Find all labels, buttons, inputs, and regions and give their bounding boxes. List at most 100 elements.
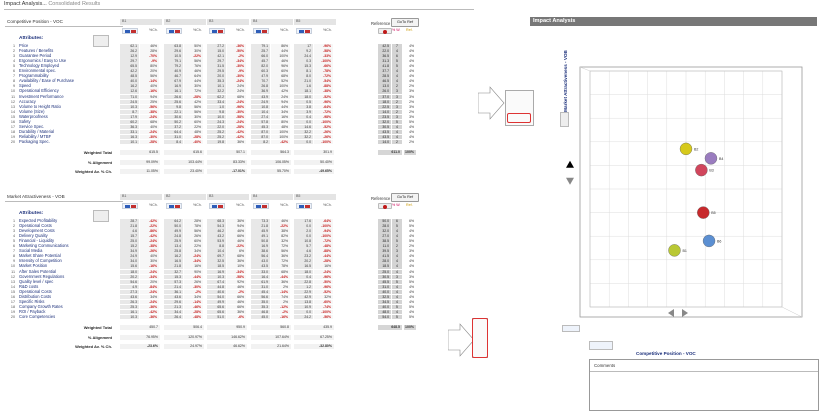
cell-value[interactable]: 9.8 [164, 104, 183, 110]
cell-value[interactable]: 18.1 [294, 89, 313, 94]
cell-value[interactable]: 50.8 [251, 239, 270, 244]
reference-value[interactable]: 23.5 [378, 114, 391, 120]
cell-value[interactable]: 10.3 [207, 274, 226, 280]
attribute-name[interactable]: Waterproofness [19, 113, 48, 119]
cell-value[interactable]: 22.9 [294, 289, 313, 295]
comments-box[interactable]: Comments [589, 359, 819, 411]
cell-value[interactable]: 9.2 [294, 49, 313, 54]
cell-value[interactable]: 20.2 [120, 274, 139, 280]
cell-value[interactable]: 10.8 [251, 104, 270, 110]
cell-value[interactable]: 26.4 [164, 314, 183, 320]
cell-value[interactable]: 34.9 [120, 249, 139, 254]
cell-value[interactable]: 22.1 [164, 109, 183, 115]
cell-value[interactable]: 27.4 [251, 114, 270, 120]
cell-value[interactable]: 16.9 [164, 84, 183, 89]
cell-value[interactable]: 32.7 [164, 269, 183, 274]
cell-value[interactable]: 21.0 [294, 79, 313, 84]
cell-value[interactable]: 45.0 [251, 314, 270, 320]
cell-value[interactable]: 8.8 [207, 244, 226, 249]
competitive-thumbnail[interactable] [505, 90, 534, 126]
cell-value[interactable]: 82.0 [251, 64, 270, 69]
reference-value[interactable]: 43.5 [378, 129, 391, 135]
cell-value[interactable]: 34.4 [164, 309, 183, 315]
cell-value[interactable]: 16.9 [207, 269, 226, 274]
reference-value[interactable]: 37.0 [378, 94, 391, 99]
column-arrow-icon[interactable] [122, 28, 138, 34]
cell-value[interactable]: 45.3 [251, 124, 270, 130]
cell-value[interactable]: 25.3 [120, 304, 139, 310]
reference-value[interactable]: 41.5 [378, 254, 391, 259]
cell-value[interactable]: 32.2 [207, 89, 226, 94]
reference-value[interactable]: 18.0 [378, 99, 391, 105]
section-thumb-icon[interactable] [93, 210, 109, 222]
cell-value[interactable]: 40.6 [207, 289, 226, 295]
cell-value[interactable]: 5.7 [294, 244, 313, 249]
cell-value[interactable]: 37.2 [164, 124, 183, 130]
column-arrow-icon[interactable] [166, 203, 182, 209]
cell-value[interactable]: 45.7 [251, 59, 270, 64]
section-thumb-icon[interactable] [93, 35, 109, 47]
attribute-name[interactable]: R&D costs [19, 283, 39, 289]
cell-value[interactable]: 0.5 [294, 99, 313, 105]
cell-value[interactable]: 36.1 [164, 289, 183, 295]
reference-value[interactable]: 46.5 [378, 79, 391, 84]
reference-value[interactable]: 30.5 [378, 274, 391, 280]
cell-value[interactable]: 22.0 [207, 124, 226, 130]
attribute-name[interactable]: Accuracy [19, 98, 36, 104]
cell-value[interactable]: 48.5 [120, 74, 139, 79]
cell-value[interactable]: 54.0 [207, 294, 226, 300]
reference-value[interactable]: 14.0 [378, 139, 391, 145]
attribute-name[interactable]: Safety [19, 118, 31, 124]
cell-value[interactable]: 0.3 [294, 59, 313, 64]
cell-value[interactable]: 47.9 [251, 74, 270, 79]
reference-value[interactable]: 26.0 [378, 89, 391, 94]
cell-value[interactable]: 21.8 [120, 224, 139, 229]
cell-value[interactable]: 10.3 [120, 314, 139, 320]
cell-value[interactable]: 40.0 [120, 79, 139, 84]
cell-value[interactable]: 12.6 [120, 89, 139, 94]
cell-value[interactable]: 27.2 [207, 44, 226, 49]
chart-swap-icon[interactable] [562, 325, 580, 332]
cell-value[interactable]: 8.7 [120, 109, 139, 115]
cell-value[interactable]: 25.6 [164, 99, 183, 105]
reference-value[interactable]: 40.0 [378, 304, 391, 310]
cell-value[interactable]: 43.5 [251, 264, 270, 269]
cell-value[interactable]: 45.4 [251, 289, 270, 295]
cell-value[interactable]: 10.8 [294, 239, 313, 244]
cell-value[interactable]: 31.0 [251, 284, 270, 290]
cell-value[interactable]: 66.0 [251, 54, 270, 59]
attribute-name[interactable]: Ergonomics / Easy to Use [19, 58, 67, 64]
cell-value[interactable]: 16.5 [294, 264, 313, 269]
cell-value[interactable]: 65.5 [120, 64, 139, 69]
cell-value[interactable]: 79.1 [251, 44, 270, 49]
cell-value[interactable]: 46.8 [251, 309, 270, 315]
cell-value[interactable]: 29.7 [207, 59, 226, 64]
attribute-name[interactable]: Availability / Ease of Purchase [19, 78, 74, 84]
reference-value[interactable]: 43.5 [378, 134, 391, 140]
attribute-name[interactable]: Market Position [19, 263, 48, 269]
attribute-name[interactable]: Intensity of Competition [19, 258, 62, 264]
cell-value[interactable]: 4.9 [120, 284, 139, 290]
cell-value[interactable]: 29.7 [120, 59, 139, 64]
reference-value[interactable]: 39.5 [378, 249, 391, 254]
cell-value[interactable]: 17 [294, 44, 313, 49]
reference-value[interactable]: 28.0 [378, 259, 391, 264]
cell-value[interactable]: 15.3 [294, 64, 313, 69]
cell-value[interactable]: 44.8 [207, 284, 226, 290]
cell-value[interactable]: 23.2 [294, 254, 313, 259]
cell-value[interactable]: 1.2 [294, 284, 313, 290]
cell-value[interactable]: 25.7 [251, 49, 270, 54]
cell-value[interactable]: 71.0 [120, 94, 139, 99]
cell-value[interactable]: 46.7 [164, 74, 183, 79]
column-arrow-icon[interactable] [209, 28, 225, 34]
cell-value[interactable]: 87.0 [251, 134, 270, 140]
cell-value[interactable]: 21.8 [251, 224, 270, 229]
cell-value[interactable]: 68.3 [207, 219, 226, 224]
attribute-name[interactable]: Development Costs [19, 228, 55, 234]
cell-value[interactable]: 3.8 [294, 104, 313, 110]
cell-value[interactable]: 27.3 [120, 289, 139, 295]
cell-value[interactable]: 40.9 [164, 69, 183, 74]
column-arrow-icon[interactable] [296, 203, 312, 209]
reference-value[interactable]: 31.0 [378, 284, 391, 290]
cell-value[interactable]: 50.2 [164, 119, 183, 125]
